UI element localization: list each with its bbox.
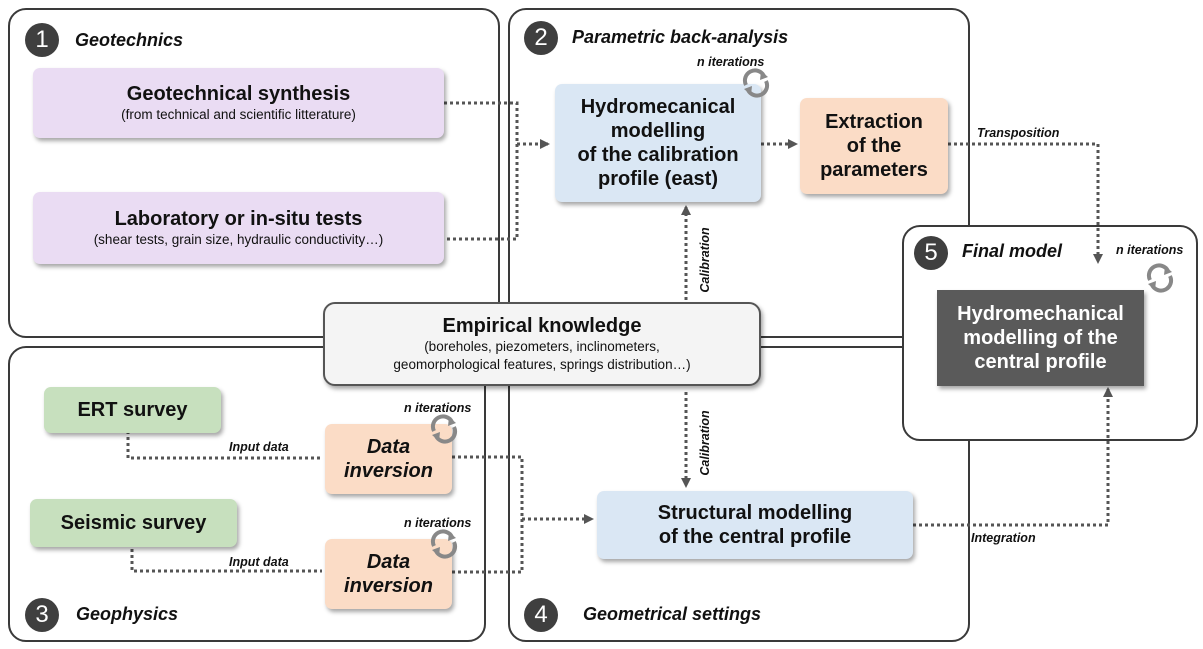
label-n-iterations-final: n iterations (1116, 243, 1184, 257)
box-data-inversion-seismic: Data inversion (325, 539, 452, 609)
box-laboratory-tests: Laboratory or in-situ tests (shear tests… (33, 192, 444, 264)
label-n-iterations-calibration: n iterations (697, 55, 765, 69)
inversion2-line2: inversion (344, 575, 433, 597)
panel-number-4: 4 (524, 598, 558, 632)
box-extraction-parameters: Extraction of the parameters (800, 98, 948, 194)
hydro-calibration-line1: Hydromecanical (580, 96, 736, 118)
structural-line1: Structural modelling (657, 502, 853, 524)
inversion1-line2: inversion (344, 460, 433, 482)
panel-geotechnics (8, 8, 500, 338)
empirical-knowledge-title: Empirical knowledge (442, 315, 642, 337)
empirical-knowledge-line1: (boreholes, piezometers, inclinometers, (424, 339, 660, 354)
box-ert-survey: ERT survey (44, 387, 221, 433)
extraction-line3: parameters (820, 159, 928, 181)
cycle-arrows-icon (1146, 263, 1174, 293)
hydro-calibration-line4: profile (east) (597, 168, 719, 190)
box-hydromecanical-calibration: Hydromecanical modelling of the calibrat… (555, 84, 761, 202)
connector-geotech-merge (444, 101, 519, 241)
empirical-knowledge-line2: geomorphological features, springs distr… (393, 357, 691, 372)
label-calibration-down: Calibration (698, 410, 712, 476)
panel-number-3: 3 (25, 598, 59, 632)
cycle-arrows-icon (742, 68, 770, 98)
hydro-central-line1: Hydromechanical (957, 303, 1124, 325)
label-transposition: Transposition (977, 126, 1060, 140)
panel-number-2: 2 (524, 21, 558, 55)
panel-title-parametric: Parametric back-analysis (572, 27, 789, 47)
connector-inversion-merge (452, 455, 524, 574)
structural-line2: of the central profile (658, 526, 852, 548)
geotechnical-synthesis-subtitle: (from technical and scientific litteratu… (121, 107, 356, 122)
laboratory-tests-subtitle: (shear tests, grain size, hydraulic cond… (93, 232, 384, 247)
arrow-transposition (948, 142, 1103, 264)
box-data-inversion-ert: Data inversion (325, 424, 452, 494)
cycle-arrows-icon (430, 529, 458, 559)
box-structural-modelling: Structural modelling of the central prof… (597, 491, 913, 559)
label-input-data-ert: Input data (229, 440, 289, 454)
hydro-calibration-line2: modelling (610, 120, 706, 142)
box-hydromechanical-central: Hydromechanical modelling of the central… (937, 290, 1144, 386)
extraction-line1: Extraction (825, 111, 923, 133)
cycle-arrows-icon (430, 414, 458, 444)
panel-title-final-model: Final model (962, 241, 1063, 261)
box-geotechnical-synthesis: Geotechnical synthesis (from technical a… (33, 68, 444, 138)
box-empirical-knowledge: Empirical knowledge (boreholes, piezomet… (323, 302, 761, 386)
hydro-calibration-line3: of the calibration (577, 144, 739, 166)
panel-title-geometrical: Geometrical settings (583, 604, 762, 624)
laboratory-tests-title: Laboratory or in-situ tests (114, 208, 363, 230)
label-input-data-seismic: Input data (229, 555, 289, 569)
arrow-integration (913, 387, 1113, 527)
hydro-central-line3: central profile (974, 351, 1107, 373)
label-calibration-up: Calibration (698, 227, 712, 293)
label-integration: Integration (971, 531, 1036, 545)
panel-title-geophysics: Geophysics (76, 604, 179, 624)
extraction-line2: of the (846, 135, 902, 157)
inversion1-line1: Data (366, 436, 411, 458)
geotechnical-synthesis-title: Geotechnical synthesis (126, 83, 351, 105)
label-n-iterations-ert: n iterations (404, 401, 472, 415)
inversion2-line1: Data (366, 551, 411, 573)
panel-title-geotechnics: Geotechnics (75, 30, 184, 50)
seismic-survey-title: Seismic survey (60, 512, 207, 534)
ert-survey-title: ERT survey (77, 399, 188, 421)
hydro-central-line2: modelling of the (963, 327, 1118, 349)
box-seismic-survey: Seismic survey (30, 499, 237, 547)
panel-number-1: 1 (25, 23, 59, 57)
panel-number-5: 5 (914, 236, 948, 270)
label-n-iterations-seismic: n iterations (404, 516, 472, 530)
